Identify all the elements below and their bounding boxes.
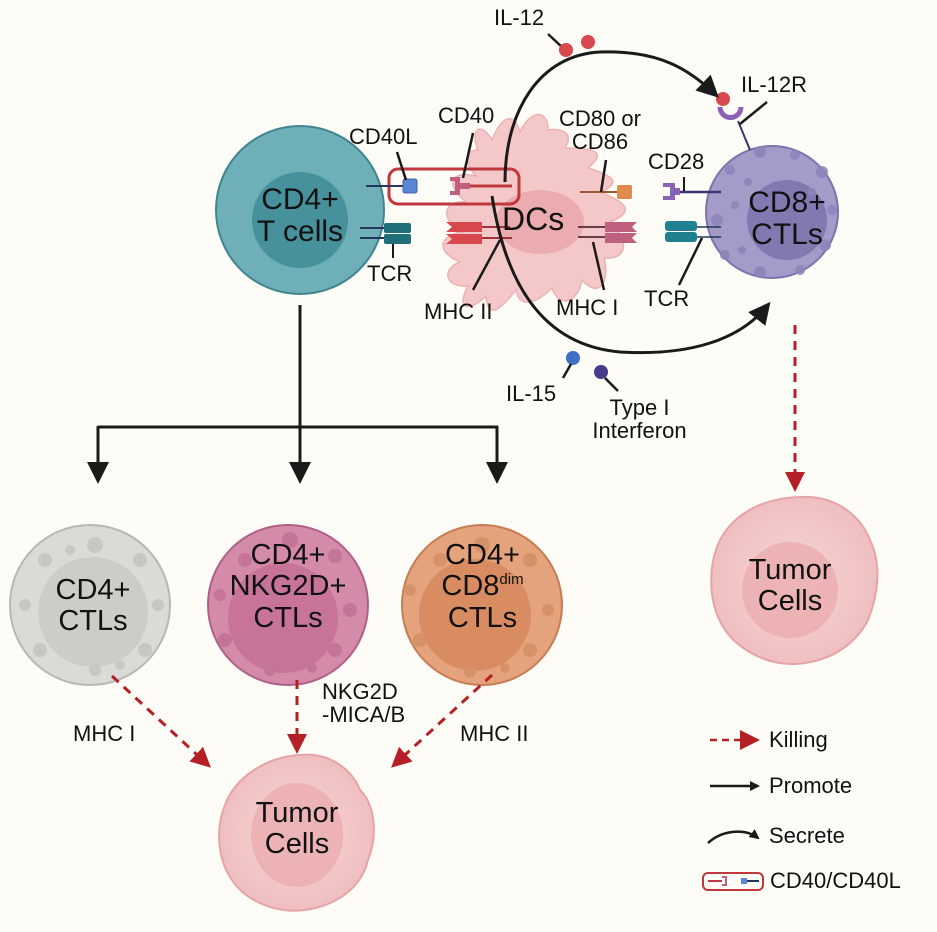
cd8-ctl-cell (705, 145, 839, 279)
cd8-ctl-label: CD8+ CTLs (735, 186, 839, 252)
mhc2-label: MHC II (424, 299, 493, 324)
cd8-ctl-label-line1: CD8+ (748, 186, 826, 219)
tumor-cell-right (710, 495, 879, 666)
secrete-arrow-il15 (490, 195, 771, 355)
il-12-molecules (547, 33, 595, 57)
il-15-molecule (561, 351, 580, 379)
tumor-left-label: Tumor Cells (237, 797, 357, 861)
type1-ifn-label-line1: Type I (609, 395, 670, 420)
cd40-cd40l-interaction (366, 167, 521, 206)
tcr-left-label: TCR (367, 261, 413, 286)
type1-ifn-label-line2: Interferon (592, 418, 687, 444)
cd4-ctl-label-line1: CD4+ (55, 574, 131, 606)
cd4-t-cell-label-line2: T cells (256, 215, 344, 249)
nkg2d-ctl-label-line1: CD4+ (250, 539, 326, 571)
legend-graphics (702, 730, 764, 891)
tumor-right-label-line2: Cells (757, 585, 823, 618)
nkg2d-ctl-label: CD4+ NKG2D+ CTLs (213, 539, 363, 634)
secrete-arrow-il12 (503, 50, 719, 183)
cd40l-label: CD40L (349, 124, 418, 149)
mhc-ii (446, 222, 512, 291)
cd4-t-cell (215, 125, 385, 295)
tumor-cell-left (218, 753, 375, 912)
cd8dim-ctl-label-line1: CD4+ (445, 539, 520, 571)
cd80-label: CD80 or CD86 (548, 107, 652, 153)
cd8dim-superscript: dim (499, 571, 524, 589)
cd4-t-cell-label-line1: CD4+ (261, 183, 339, 216)
legend-killing-label: Killing (769, 727, 828, 752)
cd4-t-cell-label: CD4+ T cells (240, 183, 360, 249)
cd8-ctl-label-line2: CTLs (751, 218, 823, 252)
killing-mhc2-label: MHC II (460, 721, 529, 746)
tumor-right-label: Tumor Cells (730, 554, 850, 618)
cd8dim-ctl-label: CD4+ CD8dim CTLs (420, 539, 545, 634)
nkg2d-ctl-cell (207, 524, 369, 686)
cd8dim-ctl-label-line2: CD8dim (420, 571, 545, 602)
cd8dim-ctl-label-line3: CTLs (447, 601, 518, 634)
tcr-left (360, 223, 411, 258)
type1-ifn-label: Type I Interferon (582, 396, 697, 442)
killing-arrows (110, 325, 805, 768)
cd80-label-line2: CD86 (571, 129, 629, 155)
cd80-label-line1: CD80 or (559, 106, 641, 131)
legend-promote-label: Promote (769, 773, 853, 798)
cd8dim-base: CD8 (441, 570, 500, 603)
nkg2d-ctl-label-line2: NKG2D+ (229, 570, 347, 603)
cd40-label: CD40 (438, 103, 495, 128)
legend-secrete-icon (707, 829, 760, 844)
cd8dim-ctl-cell (401, 524, 563, 686)
il-12r (716, 92, 768, 151)
legend-cd40-icon (702, 872, 764, 891)
mhc1-label: MHC I (556, 295, 619, 320)
cd4-ctl-cell (9, 524, 171, 686)
legend-cd40-label: CD40/CD40L (770, 868, 901, 893)
cd28 (663, 177, 721, 200)
type-i-interferon-molecule (594, 365, 619, 392)
tumor-left-label-line1: Tumor (255, 797, 339, 829)
killing-nkg2d-line2: -MICA/B (322, 702, 406, 728)
dc-label: DCs (502, 201, 565, 237)
tcr-right (665, 221, 721, 286)
killing-nkg2d-line1: NKG2D (322, 679, 398, 704)
tcr-right-label: TCR (644, 286, 690, 311)
killing-mhc1-label: MHC I (73, 721, 136, 746)
mhc-i (578, 222, 637, 291)
nkg2d-ctl-label-line3: CTLs (253, 601, 323, 634)
killing-nkg2d-label: NKG2D -MICA/B (322, 680, 405, 726)
promote-tree (87, 305, 508, 484)
il12-label: IL-12 (494, 5, 545, 30)
cd4-ctl-label: CD4+ CTLs (38, 574, 148, 638)
il15-label: IL-15 (506, 381, 557, 406)
il12r-label: IL-12R (741, 72, 808, 97)
cd4-ctl-label-line2: CTLs (58, 605, 128, 638)
legend-secrete-label: Secrete (769, 823, 845, 848)
tumor-left-label-line2: Cells (264, 828, 330, 861)
tumor-right-label-line1: Tumor (748, 554, 832, 586)
cd28-label: CD28 (648, 149, 705, 174)
cd80-cd86 (580, 159, 632, 199)
